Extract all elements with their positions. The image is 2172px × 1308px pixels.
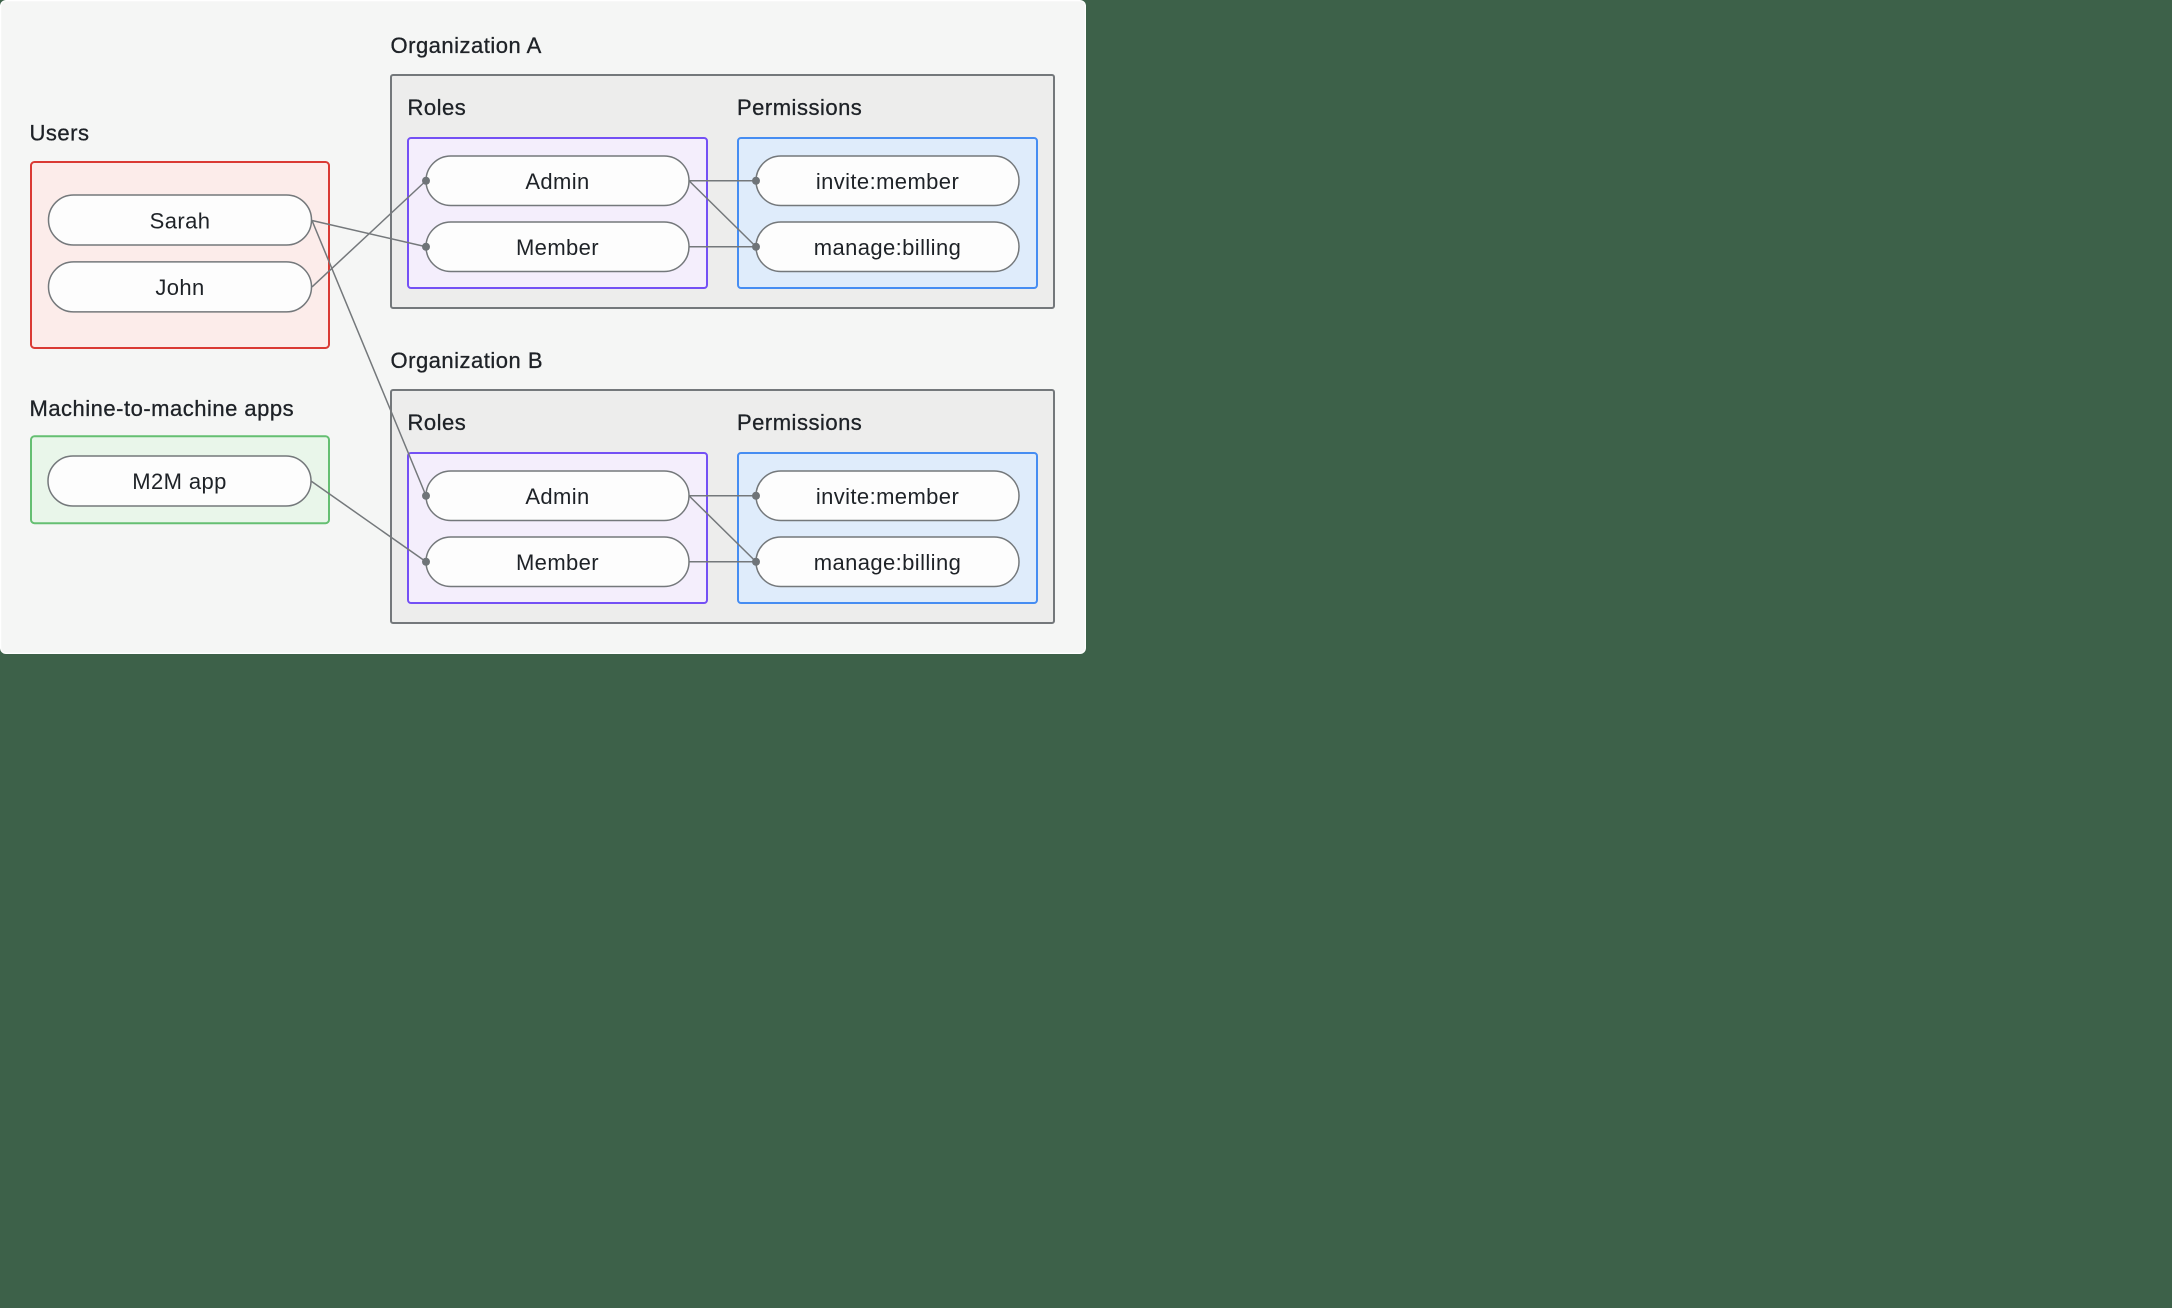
svg-text:Organization B: Organization B — [391, 348, 544, 373]
svg-text:Organization A: Organization A — [391, 33, 542, 58]
svg-text:Permissions: Permissions — [737, 95, 862, 120]
svg-text:Member: Member — [516, 235, 599, 260]
svg-text:invite:member: invite:member — [816, 484, 959, 509]
svg-text:Admin: Admin — [525, 169, 589, 194]
svg-text:Admin: Admin — [525, 484, 589, 509]
svg-text:Roles: Roles — [408, 410, 467, 435]
svg-text:Permissions: Permissions — [737, 410, 862, 435]
svg-text:Roles: Roles — [408, 95, 467, 120]
svg-text:manage:billing: manage:billing — [814, 550, 961, 575]
svg-text:Sarah: Sarah — [150, 209, 211, 234]
svg-text:Member: Member — [516, 550, 599, 575]
svg-text:John: John — [155, 275, 204, 300]
svg-text:manage:billing: manage:billing — [814, 235, 961, 260]
svg-text:Machine-to-machine apps: Machine-to-machine apps — [30, 396, 295, 421]
svg-text:invite:member: invite:member — [816, 169, 959, 194]
svg-text:M2M app: M2M app — [132, 469, 227, 494]
svg-text:Users: Users — [30, 121, 90, 146]
